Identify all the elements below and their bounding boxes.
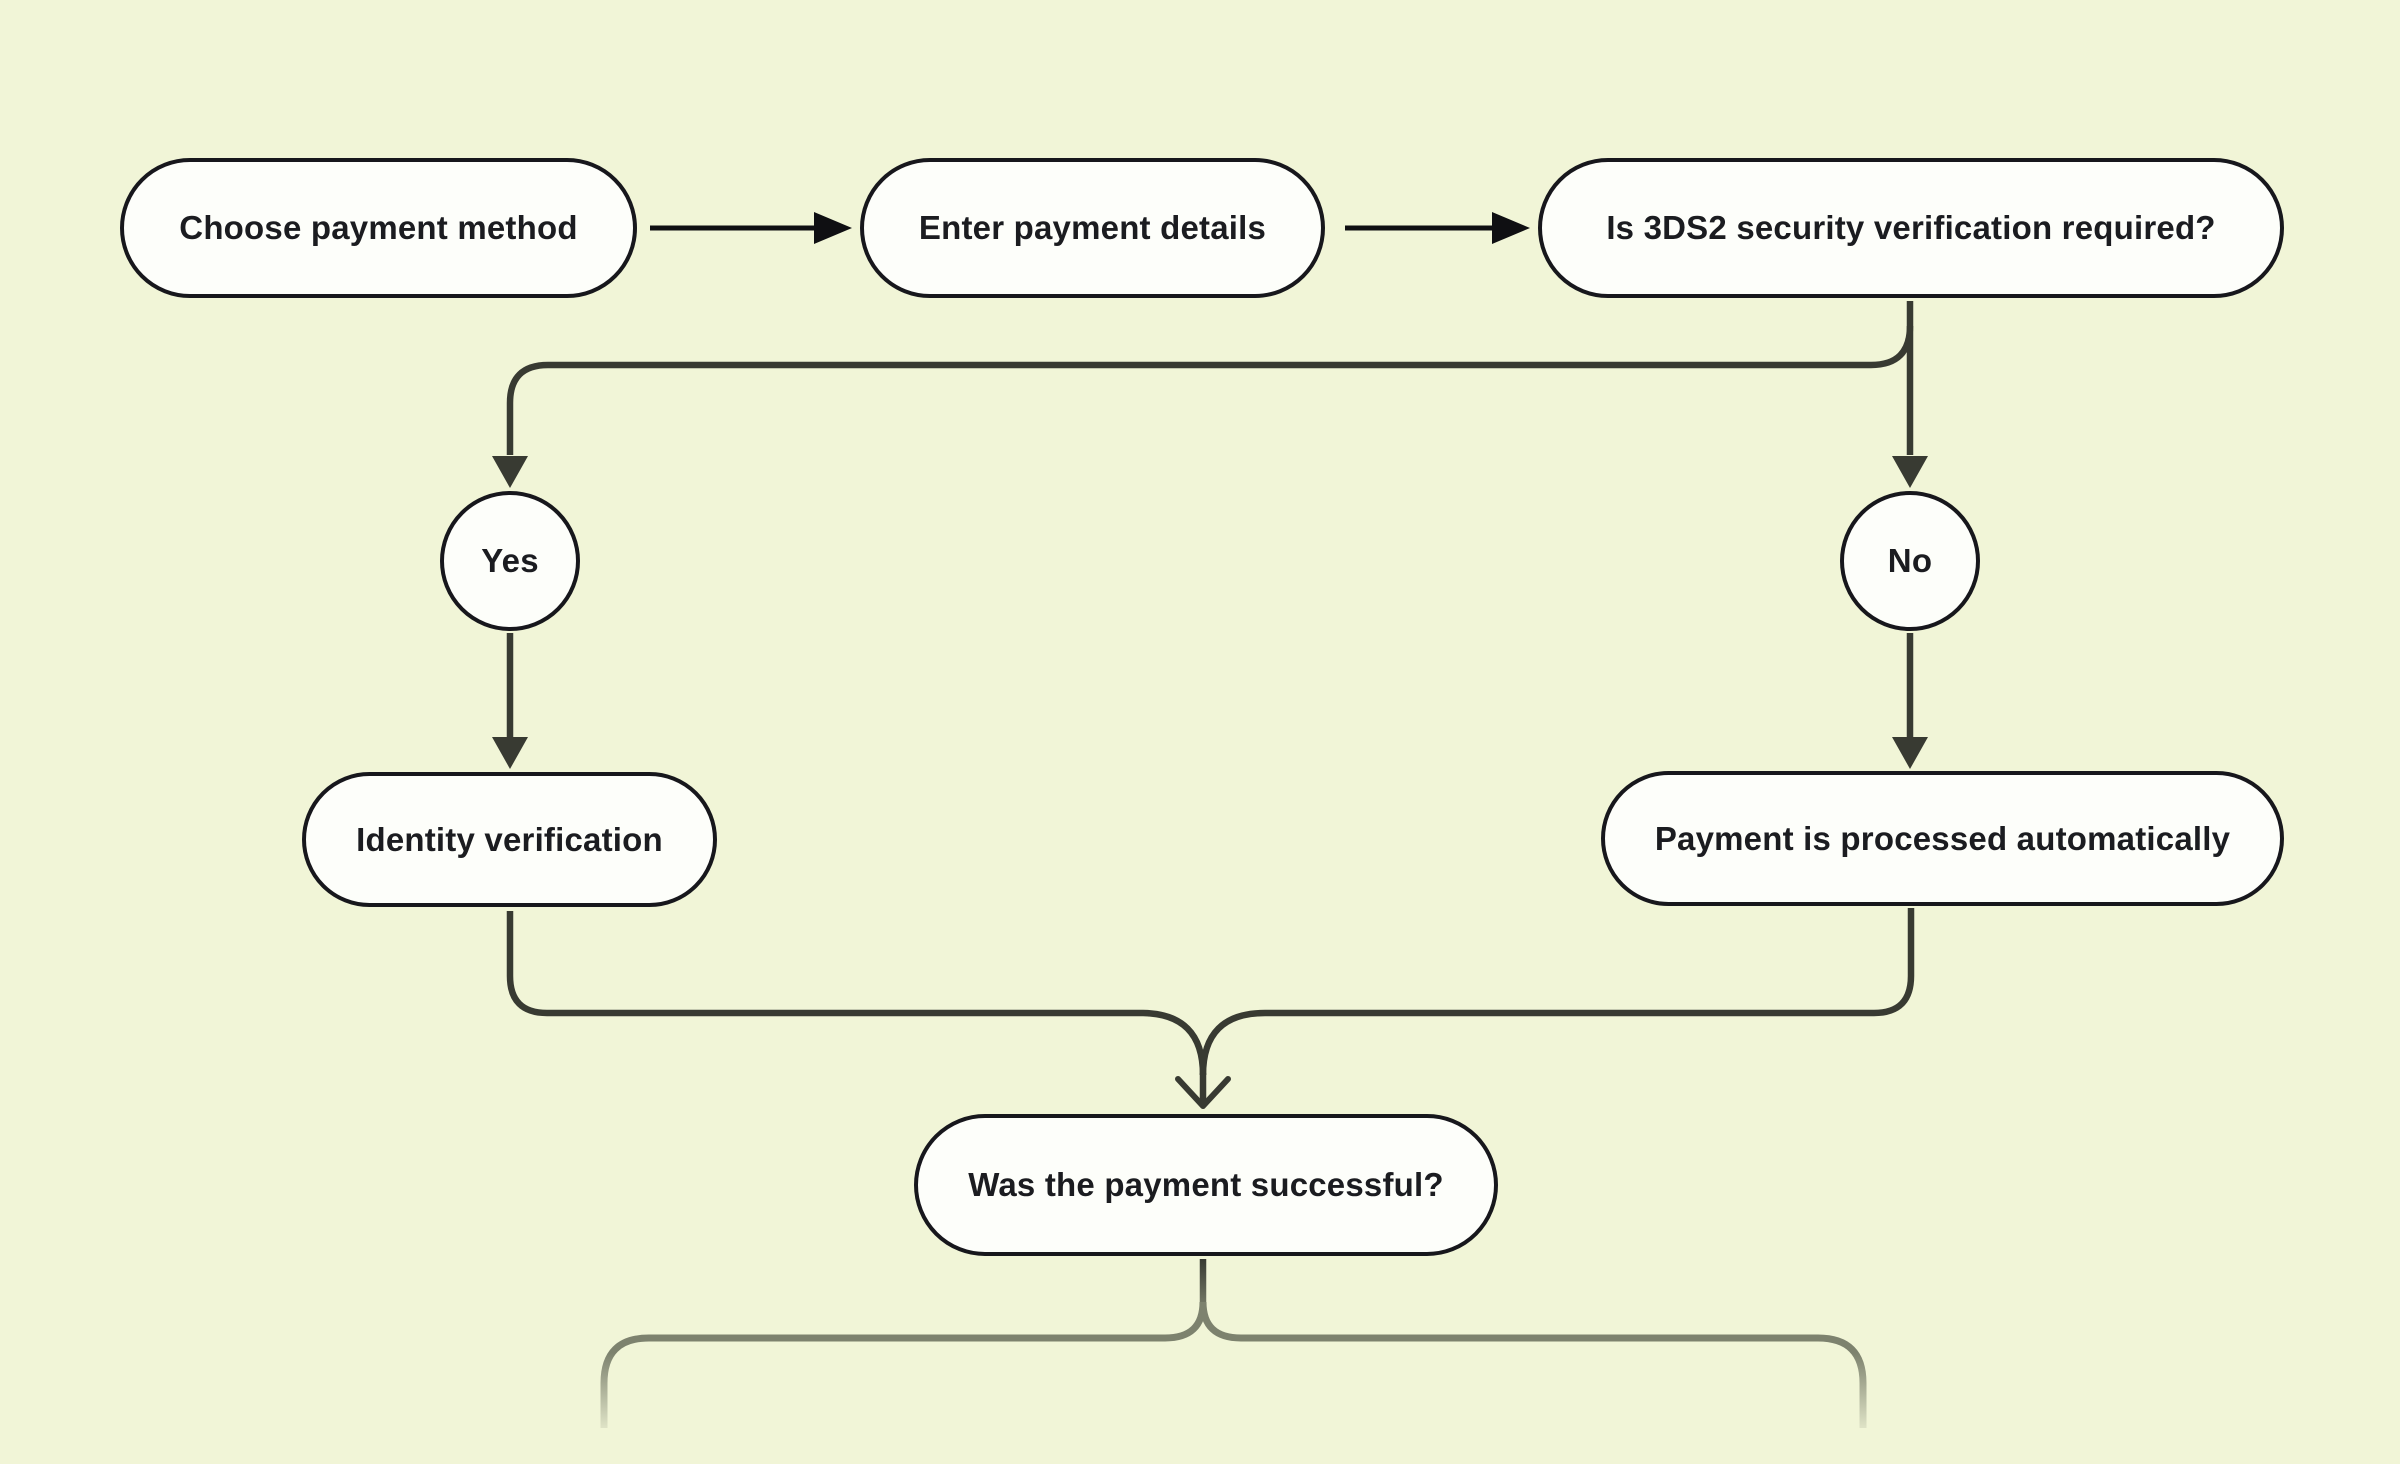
edge-enter-to-3ds2 [1345, 212, 1530, 244]
node-label: Identity verification [356, 820, 663, 858]
node-no: No [1840, 491, 1980, 631]
edge-merge-to-success [1175, 1073, 1231, 1109]
edge-choose-to-enter [650, 212, 852, 244]
edge-no-to-auto [1892, 633, 1928, 769]
edge-success-to-split [600, 1259, 1867, 1428]
edge-yes-to-identity [492, 633, 528, 769]
node-was-payment-successful: Was the payment successful? [914, 1114, 1498, 1256]
node-enter-payment-details: Enter payment details [860, 158, 1325, 298]
node-label: Is 3DS2 security verification required? [1606, 209, 2216, 246]
node-label: No [1887, 542, 1933, 579]
node-is-3ds2-verification-required: Is 3DS2 security verification required? [1538, 158, 2284, 298]
node-choose-payment-method: Choose payment method [120, 158, 637, 298]
node-label: Payment is processed automatically [1654, 819, 2231, 857]
edge-identity-to-merge [506, 911, 1207, 1076]
node-label: Choose payment method [179, 209, 578, 246]
node-identity-verification: Identity verification [302, 772, 717, 907]
node-yes: Yes [440, 491, 580, 631]
edge-3ds2-to-yes [492, 325, 1914, 488]
node-payment-processed-automatically: Payment is processed automatically [1601, 771, 2284, 906]
node-label: Yes [481, 542, 539, 579]
edge-auto-to-merge [1199, 908, 1915, 1076]
node-label: Was the payment successful? [968, 1166, 1444, 1203]
node-label: Enter payment details [918, 209, 1267, 246]
